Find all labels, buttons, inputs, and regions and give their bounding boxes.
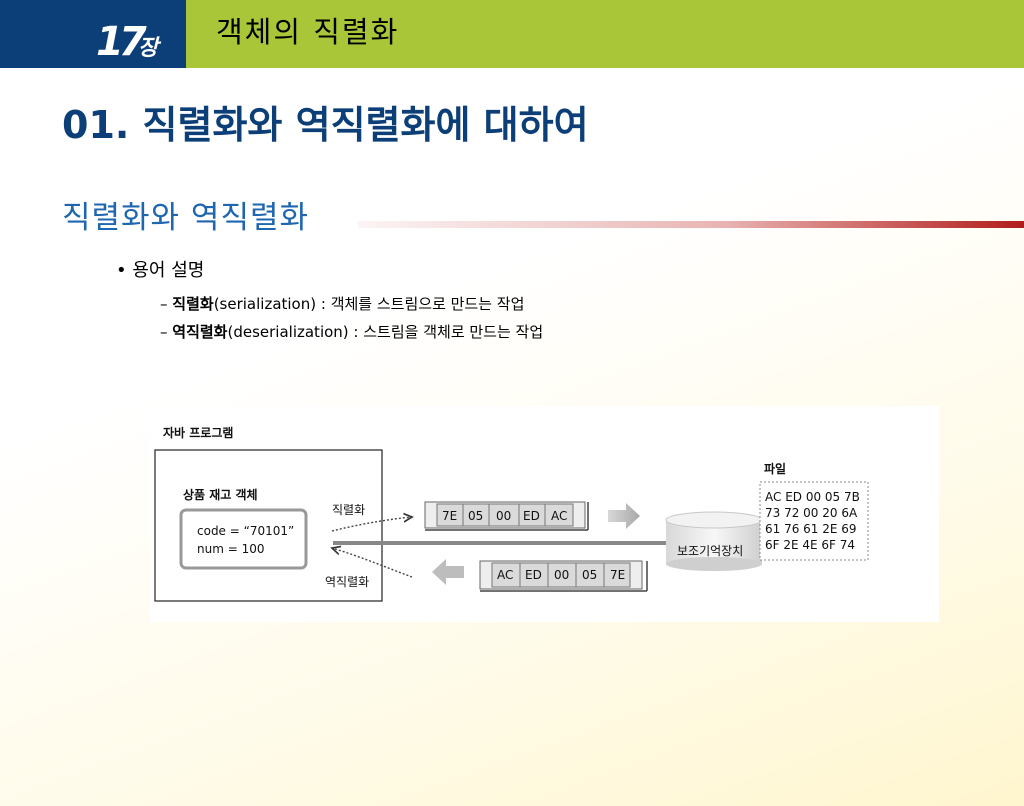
stream-bottom-cell: 05 [582, 568, 598, 582]
chapter-suffix: 장 [138, 36, 159, 61]
stream-top-cells [424, 501, 589, 531]
stream-top-cell: ED [523, 509, 540, 523]
chapter-title: 객체의 직렬화 [216, 15, 400, 49]
bullet-text: 용어 설명 [132, 260, 205, 281]
stream-top-cell: AC [551, 509, 568, 523]
stream-bottom-cell: ED [525, 568, 542, 582]
object-box [179, 508, 308, 570]
page-title: 01. 직렬화와 역직렬화에 대하여 [62, 103, 589, 147]
chapter-badge: 17 장 [0, 0, 186, 68]
stream-top-cell: 05 [468, 509, 484, 523]
num-line: num = 100 [197, 542, 265, 556]
deserialize-label: 역직렬화 [325, 575, 370, 589]
file-hex-line: 6F 2E 4E 6F 74 [765, 538, 856, 552]
bullet-marker: • [116, 260, 127, 281]
definition-dash: – [160, 323, 168, 341]
definition-english: (deserialization) [227, 323, 349, 341]
file-hex-line: AC ED 00 05 7B [765, 490, 860, 504]
section-title: 직렬화와 역직렬화 [62, 200, 310, 236]
object-label: 상품 재고 객체 [183, 488, 258, 502]
stream-bottom-cell: 00 [554, 568, 570, 582]
chapter-number: 17 [96, 19, 147, 65]
definition-serialization: – 직렬화(serialization) : 객체를 스트림으로 만드는 작업 [160, 297, 524, 312]
serialization-diagram: 자바 프로그램 상품 재고 객체 code = “70101” num = 10… [150, 406, 939, 622]
definition-term: 직렬화 [172, 295, 214, 313]
file-hex-line: 61 76 61 2E 69 [765, 522, 857, 536]
stream-bottom-cell: 7E [610, 568, 626, 582]
file-box [759, 481, 869, 561]
definition-dash: – [160, 295, 168, 313]
left-block-arrow [432, 559, 464, 585]
serialize-label: 직렬화 [332, 503, 366, 517]
stream-top-cell: 00 [496, 509, 512, 523]
right-block-arrow [608, 503, 640, 529]
stream-top-cell: 7E [442, 509, 458, 523]
storage-cylinder [665, 511, 763, 571]
stream-bottom-cell: AC [497, 568, 514, 582]
storage-label: 보조기억장치 [677, 544, 744, 558]
definition-english: (serialization) [213, 295, 317, 313]
file-hex-line: 73 72 00 20 6A [765, 506, 858, 520]
header-bar: 17 장 객체의 직렬화 [0, 0, 1024, 68]
code-line: code = “70101” [197, 524, 295, 538]
definition-term: 역직렬화 [172, 323, 228, 341]
diagram-graphics [154, 449, 869, 602]
program-label: 자바 프로그램 [163, 426, 234, 440]
section-divider [358, 221, 1024, 228]
definition-desc: : 객체를 스트림으로 만드는 작업 [316, 295, 525, 313]
definition-deserialization: – 역직렬화(deserialization) : 스트림을 객체로 만드는 작… [160, 325, 543, 340]
file-label: 파일 [764, 462, 787, 476]
bullet-item: • 용어 설명 [116, 262, 204, 280]
serialize-arrow [331, 517, 412, 532]
definition-desc: : 스트림을 객체로 만드는 작업 [348, 323, 544, 341]
stream-bottom-cells [479, 560, 648, 592]
